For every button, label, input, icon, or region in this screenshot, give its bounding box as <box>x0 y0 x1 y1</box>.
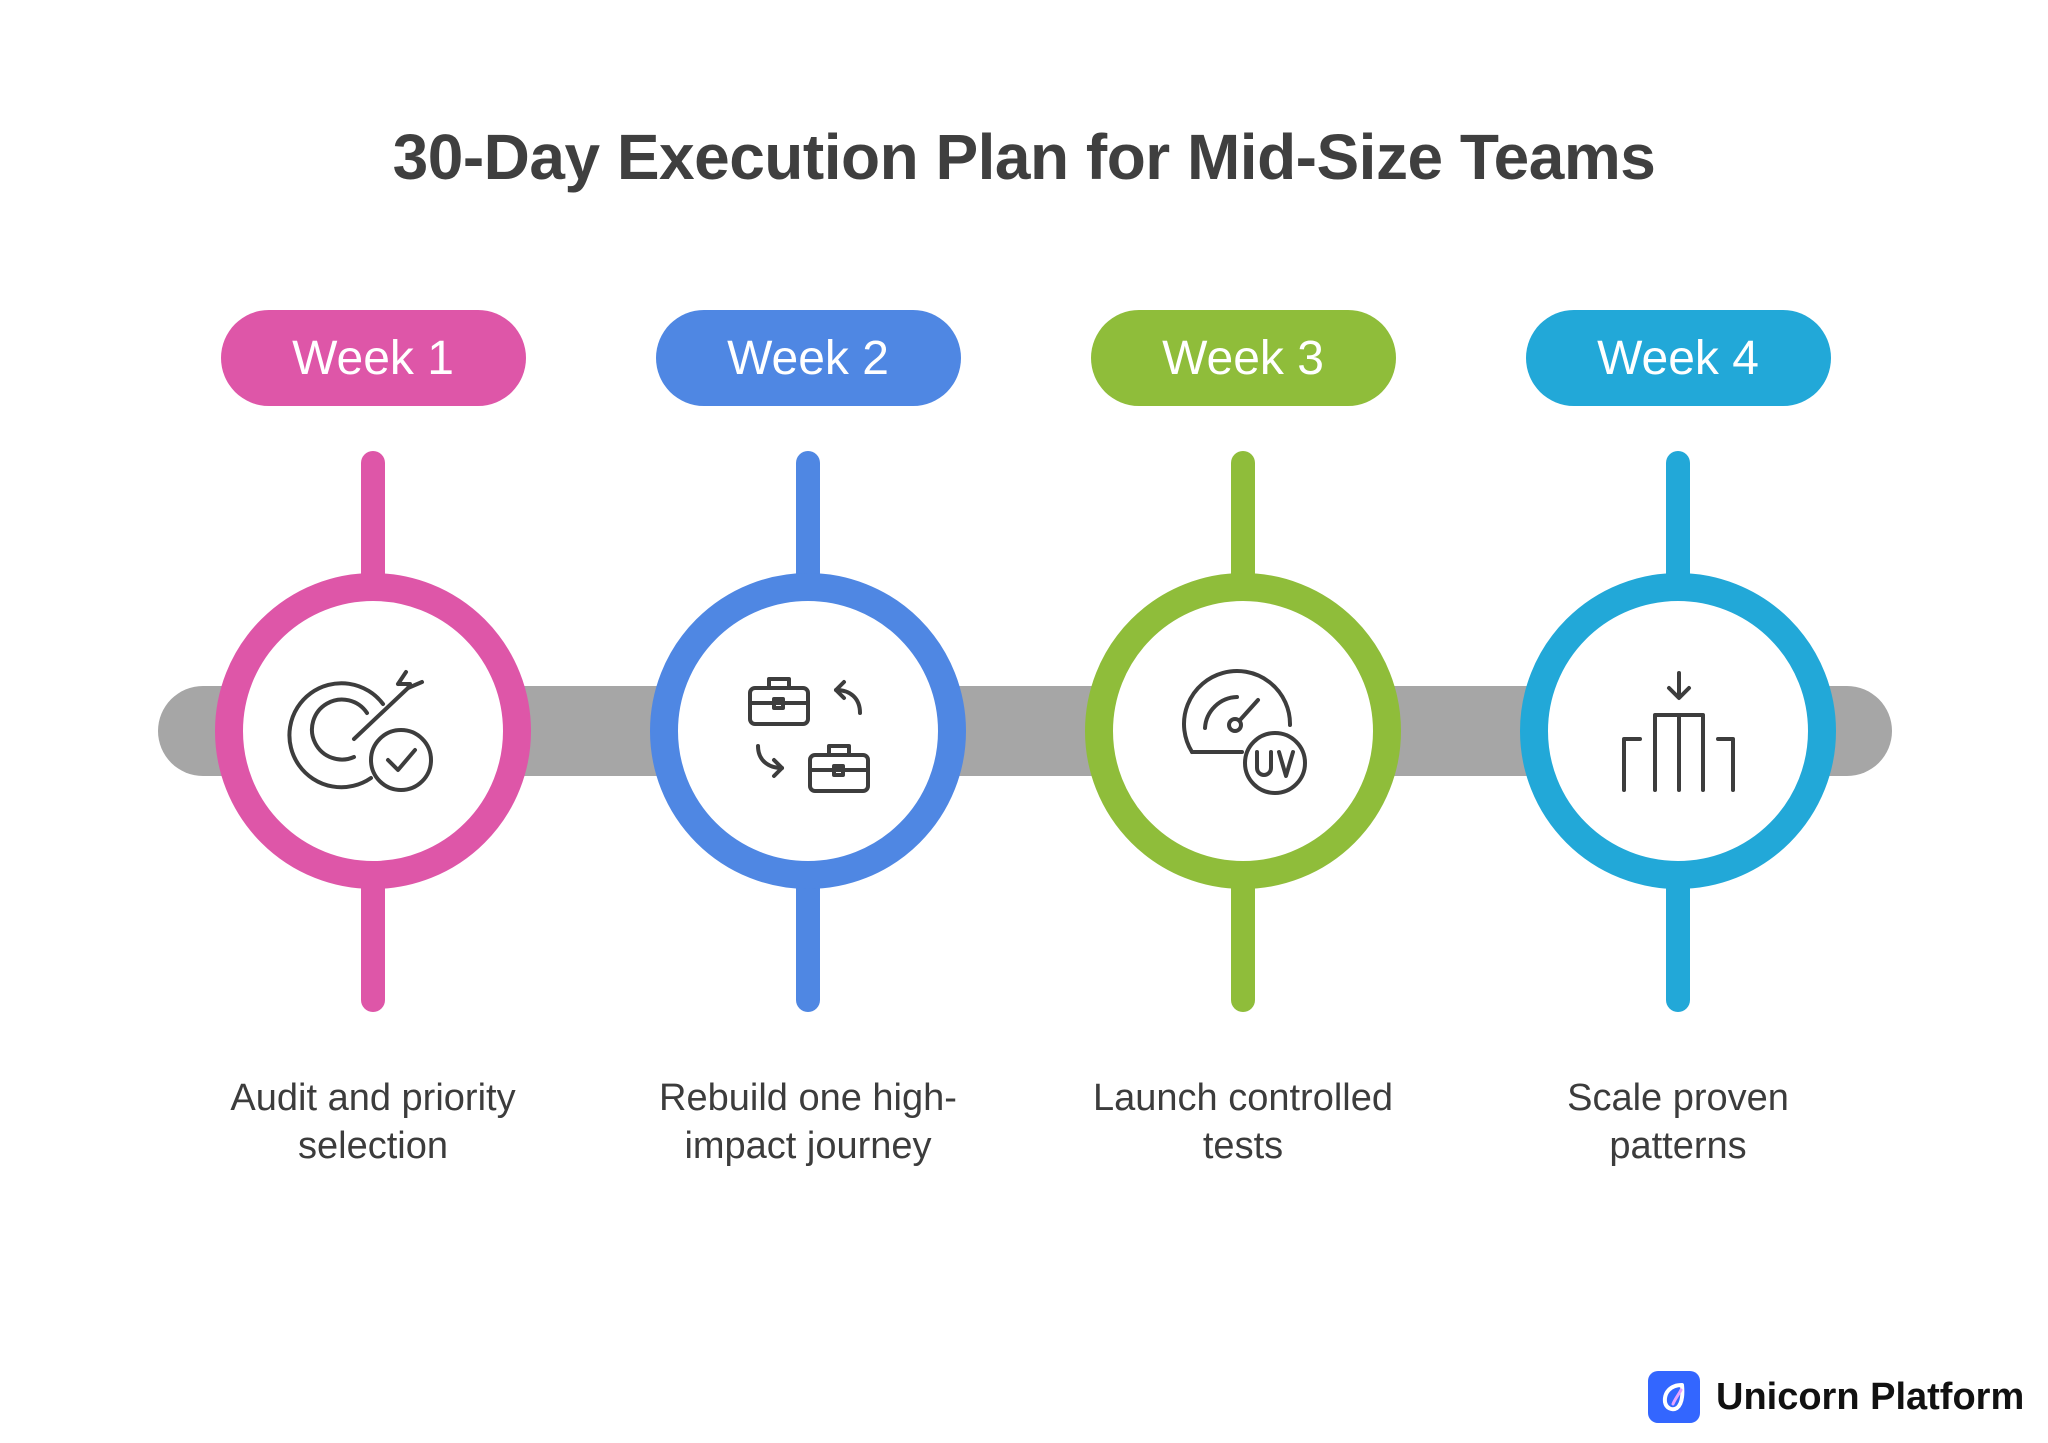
step-week-4: Week 4 <box>1520 310 1836 1012</box>
desc-line: selection <box>298 1125 448 1167</box>
step-circle <box>215 573 531 889</box>
step-circle <box>1085 573 1401 889</box>
week-label: Week 4 <box>1597 332 1759 385</box>
week-label: Week 3 <box>1162 332 1324 385</box>
briefcase-swap-icon <box>748 677 870 793</box>
step-week-3: Week 3 <box>1085 310 1401 1012</box>
desc-line: impact journey <box>684 1125 932 1167</box>
step-week-2: Week 2 <box>650 310 966 1012</box>
step-week-1: Week 1 <box>215 310 531 1012</box>
scale-bars-icon <box>1622 671 1735 792</box>
desc-line: Audit and priority <box>230 1077 516 1119</box>
step-circle <box>650 573 966 889</box>
week-pill <box>1526 310 1831 406</box>
week-pill <box>1091 310 1396 406</box>
desc-line: tests <box>1202 1125 1284 1167</box>
timeline-track <box>158 686 1892 776</box>
desc-line: patterns <box>1609 1125 1747 1167</box>
desc-line: Rebuild one high- <box>659 1077 957 1119</box>
target-check-icon <box>287 670 433 792</box>
desc-line: Scale proven <box>1567 1077 1789 1119</box>
page-title: 30-Day Execution Plan for Mid-Size Teams <box>392 121 1656 193</box>
step-description-week-4: Scale proven patterns <box>1488 1074 1868 1170</box>
brand-footer: Unicorn Platform <box>1648 1370 2024 1424</box>
week-label: Week 1 <box>292 332 454 385</box>
desc-line: Launch controlled <box>1093 1077 1393 1119</box>
step-description-week-2: Rebuild one high- impact journey <box>618 1074 998 1170</box>
week-label: Week 2 <box>727 332 889 385</box>
brand-name: Unicorn Platform <box>1716 1375 2025 1418</box>
step-description-week-3: Launch controlled tests <box>1053 1074 1433 1170</box>
week-pill <box>656 310 961 406</box>
gauge-test-icon <box>1182 669 1307 795</box>
unicorn-platform-logo-icon <box>1648 1371 1700 1423</box>
week-pill <box>221 310 526 406</box>
step-description-week-1: Audit and priority selection <box>183 1074 563 1170</box>
